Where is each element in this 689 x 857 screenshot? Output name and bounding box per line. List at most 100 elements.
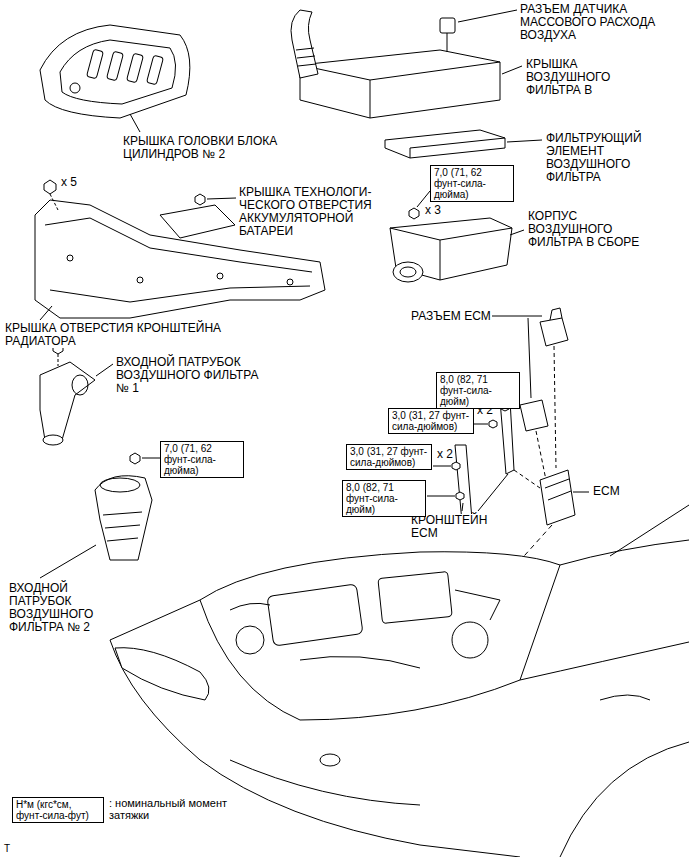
headlight (115, 648, 209, 700)
quantity-label: x 2 (436, 448, 454, 461)
torque-value: 7,0 (71, 62 фунт-сила-дюйма) (164, 443, 240, 476)
ecm-connector (540, 318, 568, 346)
ecm-bracket (500, 400, 514, 474)
leader-line (490, 316, 542, 317)
engine-cover (40, 25, 190, 118)
inlet-mouth (100, 478, 140, 492)
leader-line (573, 492, 589, 493)
bolt (456, 492, 464, 500)
ecm-detail (545, 479, 571, 500)
torque-spec-box: 7,0 (71, 62 фунт-сила-дюйма) (430, 165, 514, 202)
torque-spec-box: 7,0 (71, 62 фунт-сила-дюйма) (160, 441, 244, 478)
side-mirror (600, 695, 650, 700)
engine-compartment (200, 552, 560, 720)
leader-line (502, 66, 522, 74)
maf-wire (447, 33, 448, 52)
part-label: ECM (592, 485, 621, 498)
leader-line (478, 474, 508, 511)
filter-edges (410, 138, 505, 158)
engine-details (230, 590, 500, 668)
quantity-label: x 5 (60, 176, 78, 189)
ecm-guide-line (536, 346, 556, 480)
case-outlet-inner (400, 267, 416, 277)
bolt (44, 180, 56, 194)
leader-line (458, 10, 517, 22)
leader-line (142, 458, 160, 459)
bolt (130, 453, 140, 464)
engine-cover-slot (87, 49, 104, 79)
leader-line (473, 424, 488, 425)
leader-line (40, 306, 52, 320)
part-label: ФИЛЬТРУЮЩИЙ ЭЛЕМЕНТ ВОЗДУШНОГО ФИЛЬТРА (545, 132, 682, 184)
emblem (320, 754, 340, 766)
part-label: : номинальный момент затяжки (108, 797, 230, 821)
fender-line (520, 642, 689, 680)
torque-value: 3,0 (31, 27 фунт-сила-дюймов) (392, 410, 470, 432)
torque-value: 8,0 (82, 71 фунт-сила-дюйм) (346, 482, 422, 515)
engine-cover-slot (147, 55, 164, 85)
part-label: ВХОДНОЙ ПАТРУБОК ВОЗДУШНОГО ФИЛЬТРА № 2 (8, 582, 110, 634)
inlet-mouth (43, 435, 63, 445)
part-label: КРЫШКА ВОЗДУШНОГО ФИЛЬТРА В (525, 58, 627, 97)
clip (217, 273, 223, 279)
clip (287, 279, 293, 285)
filter-element (385, 130, 505, 158)
part-label: ВХОДНОЙ ПАТРУБОК ВОЗДУШНОГО ФИЛЬТРА № 1 (115, 356, 267, 395)
part-label: КРЫШКА ОТВЕРСТИЯ КРОНШТЕЙНА РАДИАТОРА (4, 322, 266, 348)
ecm-unit (540, 470, 575, 525)
inlet-port (72, 375, 88, 395)
part-label: КОРПУС ВОЗДУШНОГО ФИЛЬТРА В СБОРЕ (527, 210, 659, 249)
leader-line (130, 114, 140, 132)
engine-cover-boss (70, 83, 80, 93)
leader-line (427, 496, 455, 497)
torque-spec-box: 3,0 (31, 27 фунт-сила-дюймов) (346, 444, 432, 470)
maf-connector (440, 18, 455, 33)
part-label: КРЫШКА ГОЛОВКИ БЛОКА ЦИЛИНДРОВ № 2 (122, 135, 299, 161)
wheel-arch (560, 742, 689, 857)
a-pillar (610, 505, 689, 556)
part-label: РАЗЪЕМ ДАТЧИКА МАССОВОГО РАСХОДА ВОЗДУХА (519, 3, 686, 42)
clip (137, 277, 143, 283)
bolt (195, 194, 205, 205)
engine-part (378, 571, 452, 623)
hose-ribs (296, 48, 316, 66)
leader-line (433, 466, 451, 467)
engine-cover-inner (60, 40, 176, 104)
part-label: РАЗЪЕМ ECM (410, 310, 492, 323)
air-inlet-1 (40, 362, 95, 440)
torque-value: 8,0 (82, 71 фунт-сила-дюйм) (440, 374, 516, 407)
engine-cover-slot (127, 53, 144, 83)
leader-line (462, 503, 463, 511)
engine-cover-slot (107, 51, 124, 81)
bolt-path (58, 354, 59, 366)
battery-hole-cover (160, 205, 235, 238)
hood-edge (110, 600, 200, 640)
case-outlet (393, 262, 423, 282)
cap-edges (300, 62, 500, 118)
connector-latch (550, 308, 562, 320)
hose (291, 10, 318, 78)
engine-part (452, 622, 488, 658)
leader-line (96, 364, 113, 376)
ecm-connector (520, 400, 548, 431)
torque-spec-box: 8,0 (82, 71 фунт-сила-дюйм) (436, 372, 520, 409)
bumper (110, 640, 520, 857)
torque-spec-box: 3,0 (31, 27 фунт-сила-дюймов) (388, 408, 474, 434)
part-label: КРЫШКА ТЕХНОЛОГИ- ЧЕСКОГО ОТВЕРСТИЯ АККУ… (238, 186, 388, 238)
leader-line (507, 140, 542, 142)
grille-line (230, 760, 420, 805)
bolt (409, 208, 419, 219)
leader-line (528, 318, 531, 398)
bolt-path (50, 194, 58, 210)
torque-spec-box: 8,0 (82, 71 фунт-сила-дюйм) (342, 480, 426, 517)
inlet-ribs (103, 512, 142, 541)
torque-value: 7,0 (71, 62 фунт-сила-дюйма) (434, 167, 510, 200)
leader-line (207, 198, 236, 199)
bolt (452, 462, 460, 470)
leader-line (510, 230, 524, 235)
torque-value: Н*м (кгс*см, фунт-сила-фут) (16, 799, 100, 821)
ecm-bracket (455, 445, 472, 522)
engine-block (267, 584, 363, 646)
air-inlet-2 (95, 476, 152, 560)
